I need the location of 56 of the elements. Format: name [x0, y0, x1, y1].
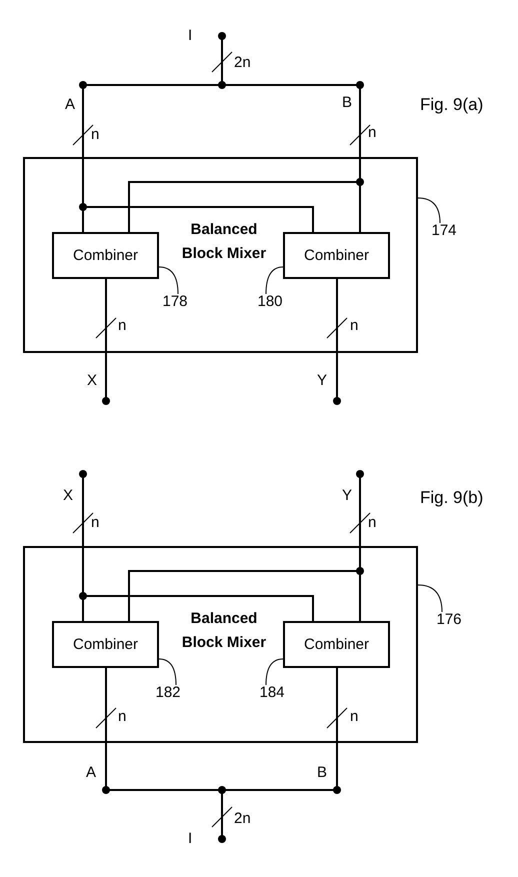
bus-width-label: n [368, 125, 376, 140]
reference-numeral: 178 [162, 294, 188, 310]
mixer-block [23, 157, 418, 353]
terminal-label: X [87, 373, 98, 388]
bus-width-label: 2n [234, 55, 251, 70]
terminal-node [188, 831, 226, 845]
terminal-node [340, 80, 366, 113]
figure-label: Fig. 9(a) [420, 96, 484, 114]
reference-numeral: 182 [155, 685, 181, 701]
terminal-label: A [65, 97, 76, 112]
wire [105, 668, 107, 764]
terminal-label: A [86, 765, 96, 780]
combiner-block: Combiner [283, 232, 390, 279]
bus-width-label: n [368, 515, 376, 530]
reference-numeral: 174 [430, 223, 458, 239]
wire [336, 279, 338, 371]
terminal-node [340, 469, 366, 512]
terminal-label: Y [317, 373, 328, 388]
terminal-node [317, 764, 342, 796]
combiner-block: Combiner [52, 232, 159, 279]
terminal-label: Y [342, 488, 352, 503]
terminal-label: X [63, 488, 74, 503]
bus-width-label: n [350, 709, 358, 724]
terminal-node [188, 28, 226, 42]
reference-numeral: 184 [259, 685, 285, 701]
combiner-block: Combiner [52, 621, 159, 668]
bus-width-label: n [118, 709, 126, 724]
terminal-label: I [188, 831, 192, 846]
wire [105, 279, 107, 371]
terminal-node [85, 371, 111, 406]
leader-line [266, 266, 284, 294]
terminal-node [315, 371, 342, 406]
bus-width-label: n [91, 127, 100, 142]
terminal-node [63, 80, 89, 113]
wire [336, 668, 338, 764]
bus-width-label: 2n [234, 811, 251, 826]
bus-width-label: n [350, 318, 358, 333]
terminal-label: I [188, 28, 192, 43]
leader-line [158, 658, 176, 686]
combiner-block: Combiner [283, 621, 390, 668]
leader-line [418, 584, 442, 612]
leader-line [418, 198, 440, 224]
bus-width-label: n [91, 515, 100, 530]
terminal-node [61, 469, 89, 512]
bus-width-label: n [118, 318, 126, 333]
terminal-node [86, 764, 112, 796]
leader-line [158, 266, 178, 294]
block-title: Balanced Block Mixer [180, 220, 268, 264]
leader-line [266, 658, 284, 686]
terminal-label: B [317, 765, 328, 780]
mixer-block [23, 546, 418, 743]
reference-numeral: 180 [257, 294, 283, 310]
block-title: Balanced Block Mixer [180, 609, 268, 653]
figure-label: Fig. 9(b) [420, 489, 484, 507]
reference-numeral: 176 [435, 612, 463, 628]
terminal-label: B [342, 95, 352, 110]
